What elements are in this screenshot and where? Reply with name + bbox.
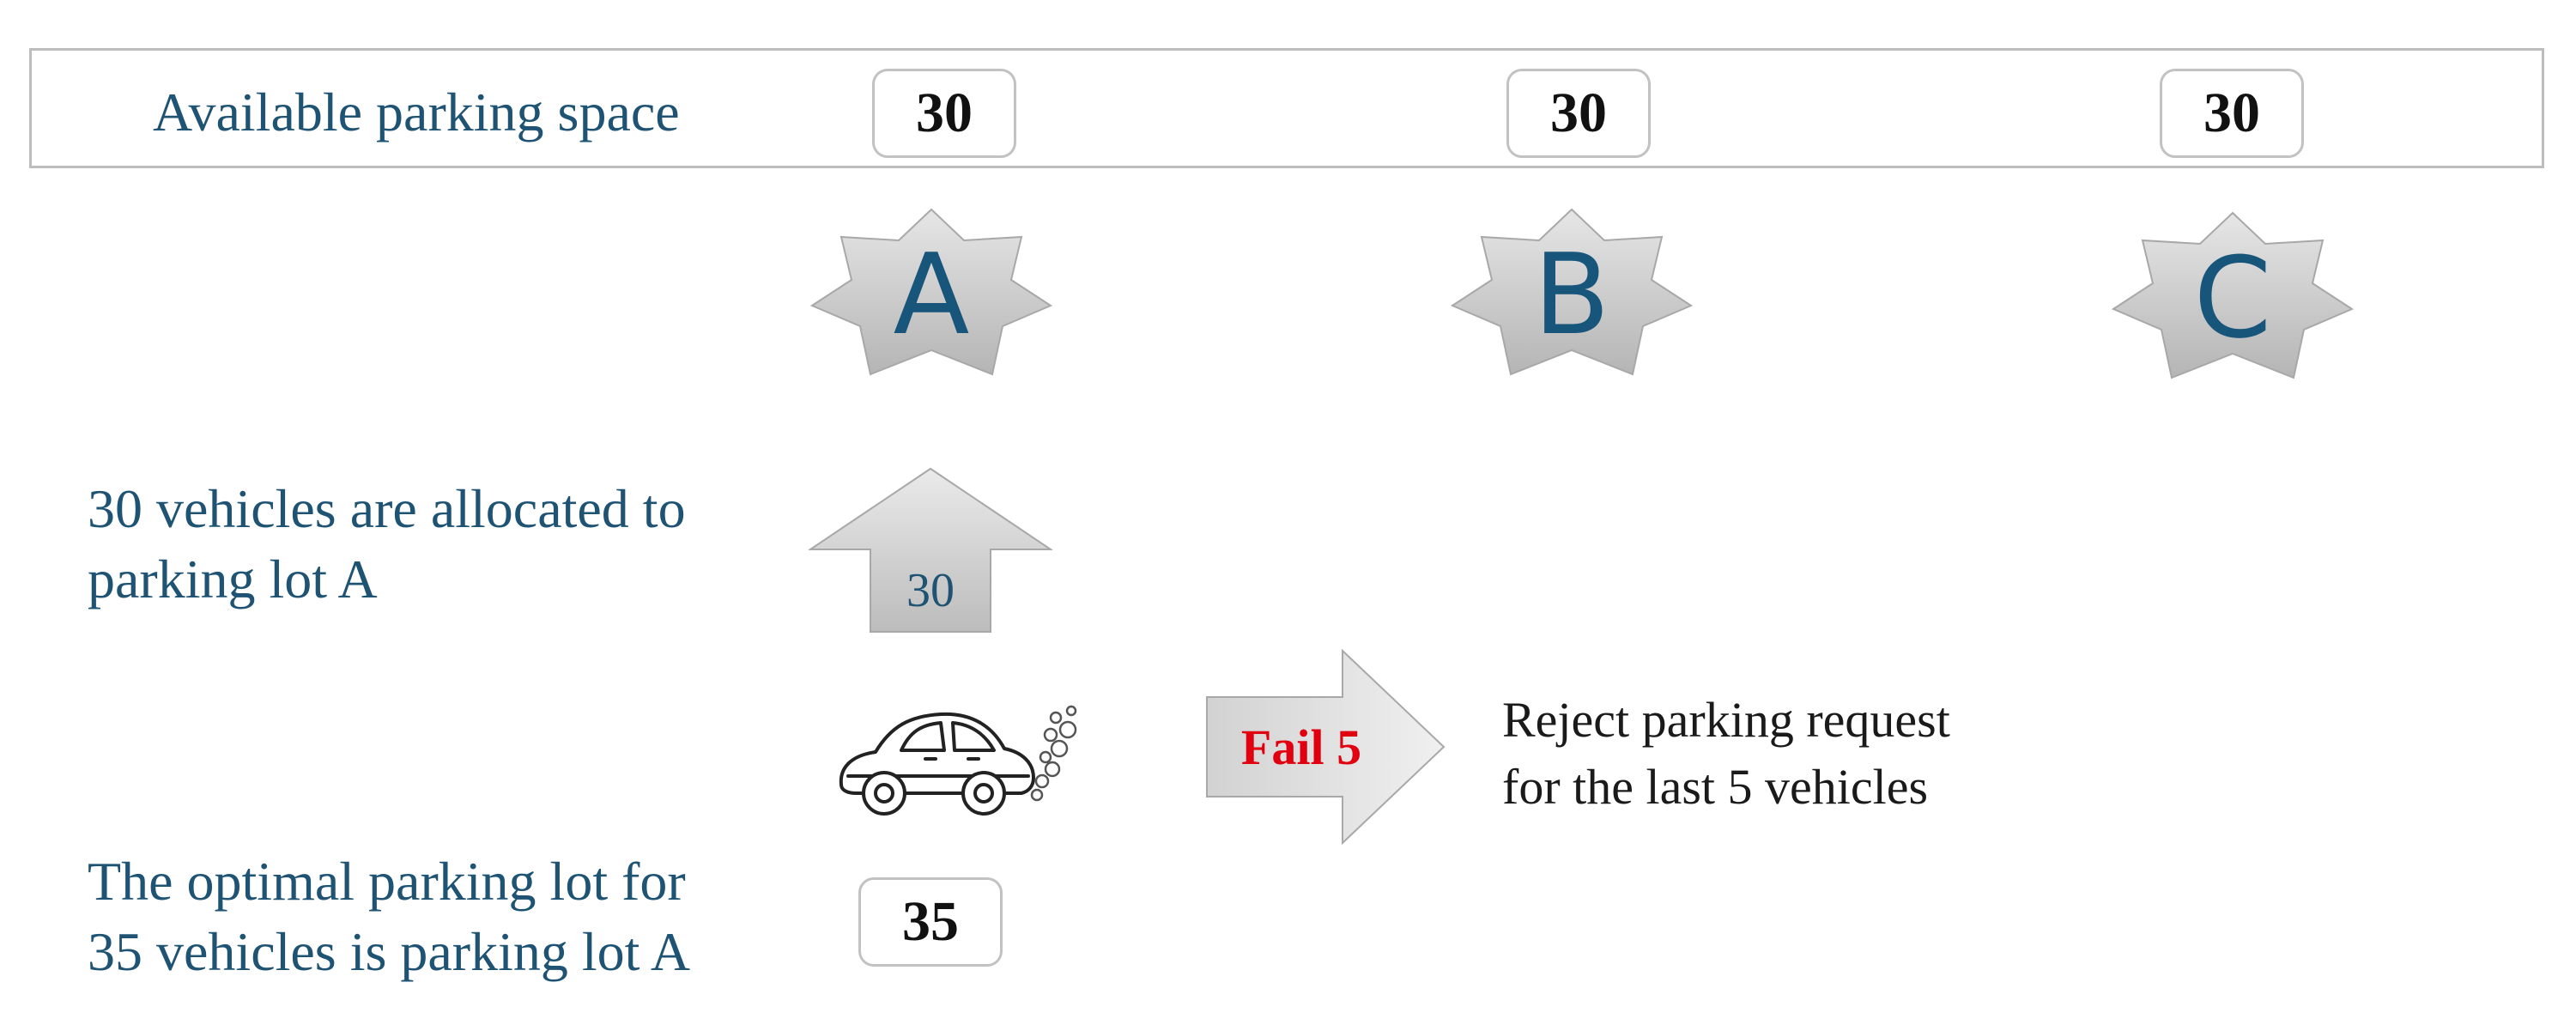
lot-b-letter: B	[1533, 229, 1610, 360]
reject-line-1: Reject parking request	[1502, 692, 1950, 748]
optimal-line-1: The optimal parking lot for	[88, 851, 686, 912]
capacity-box-a: 30	[872, 69, 1016, 158]
lot-b-star: B	[1447, 206, 1696, 378]
up-arrow-value: 30	[906, 564, 955, 617]
allocation-line-2: parking lot A	[88, 548, 378, 610]
star-badge-icon	[2111, 211, 2355, 379]
reject-line-2: for the last 5 vehicles	[1502, 759, 1929, 816]
lot-c-star: C	[2108, 209, 2357, 381]
capacity-box-c: 30	[2160, 69, 2304, 158]
star-badge-icon	[809, 208, 1053, 376]
car-drawing	[839, 705, 1077, 816]
available-space-panel	[29, 48, 2544, 168]
capacity-box-b: 30	[1506, 69, 1651, 158]
lot-a-star: A	[807, 206, 1056, 378]
right-arrow-icon	[1206, 649, 1446, 845]
fail-label: Fail 5	[1240, 719, 1362, 775]
optimal-text: The optimal parking lot for 35 vehicles …	[88, 846, 690, 987]
fail-arrow: Fail 5	[1205, 649, 1446, 845]
optimal-line-2: 35 vehicles is parking lot A	[88, 920, 691, 982]
up-arrow-icon	[809, 467, 1052, 633]
available-space-label: Available parking space	[153, 82, 680, 143]
star-badge-icon	[1450, 208, 1694, 376]
lot-a-letter: A	[893, 229, 970, 360]
car-icon	[831, 692, 1080, 821]
lot-c-letter: C	[2193, 233, 2272, 363]
up-arrow: 30	[809, 467, 1052, 634]
demand-box: 35	[858, 877, 1003, 967]
allocation-text: 30 vehicles are allocated to parking lot…	[88, 474, 686, 615]
reject-text: Reject parking request for the last 5 ve…	[1502, 687, 1950, 822]
allocation-line-1: 30 vehicles are allocated to	[88, 478, 686, 539]
